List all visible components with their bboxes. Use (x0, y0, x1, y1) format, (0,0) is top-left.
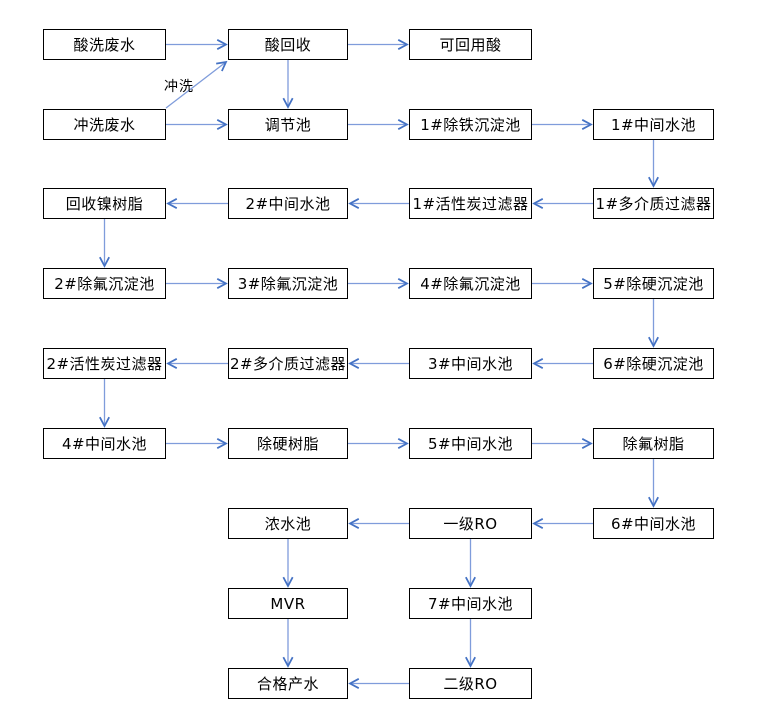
node-label: 1#活性炭过滤器 (412, 195, 529, 213)
node-label: 2#多介质过滤器 (229, 355, 347, 373)
node-label: 调节池 (264, 116, 312, 134)
node-regulating-tank: 调节池 (228, 109, 348, 140)
node-multimedia-filter-1: 1#多介质过滤器 (593, 188, 714, 219)
node-intermediate-tank-6: 6#中间水池 (593, 508, 714, 539)
node-intermediate-tank-5: 5#中间水池 (409, 428, 532, 459)
node-qualified-water: 合格产水 (228, 668, 348, 699)
node-label: 浓水池 (264, 515, 312, 533)
node-activated-carbon-filter-1: 1#活性炭过滤器 (409, 188, 532, 219)
node-concentrate-tank: 浓水池 (228, 508, 348, 539)
node-label: 可回用酸 (439, 36, 502, 54)
arrow-rinse-wastewater-to-acid-recovery-rinse (165, 62, 226, 109)
node-activated-carbon-filter-2: 2#活性炭过滤器 (43, 348, 166, 379)
node-label: 3#除氟沉淀池 (237, 275, 339, 293)
node-hardness-sedimentation-6: 6#除硬沉淀池 (593, 348, 714, 379)
node-intermediate-tank-2: 2#中间水池 (228, 188, 348, 219)
node-acid-recovery: 酸回收 (228, 29, 348, 60)
node-iron-removal-sedimentation-1: 1#除铁沉淀池 (409, 109, 532, 140)
node-fluoride-removal-resin: 除氟树脂 (593, 428, 714, 459)
node-nickel-recovery-resin: 回收镍树脂 (43, 188, 166, 219)
node-ro-stage-2: 二级RO (409, 668, 532, 699)
node-mvr: MVR (228, 588, 348, 619)
node-label: 冲洗废水 (73, 116, 136, 134)
node-multimedia-filter-2: 2#多介质过滤器 (228, 348, 348, 379)
node-label: 除氟树脂 (622, 435, 685, 453)
node-intermediate-tank-4: 4#中间水池 (43, 428, 166, 459)
node-label: 3#中间水池 (427, 355, 514, 373)
node-hardness-sedimentation-5: 5#除硬沉淀池 (593, 268, 714, 299)
node-intermediate-tank-3: 3#中间水池 (409, 348, 532, 379)
node-label: 2#中间水池 (245, 195, 331, 213)
node-fluoride-sedimentation-4: 4#除氟沉淀池 (409, 268, 532, 299)
rinse-edge-label: 冲洗 (164, 79, 194, 95)
node-reusable-acid: 可回用酸 (409, 29, 532, 60)
node-label: 除硬树脂 (256, 435, 319, 453)
node-label: 6#除硬沉淀池 (603, 355, 704, 373)
node-fluoride-sedimentation-3: 3#除氟沉淀池 (228, 268, 348, 299)
node-acid-wash-wastewater: 酸洗废水 (43, 29, 166, 60)
node-intermediate-tank-1: 1#中间水池 (593, 109, 714, 140)
node-hardness-removal-resin: 除硬树脂 (228, 428, 348, 459)
node-ro-stage-1: 一级RO (409, 508, 532, 539)
node-label: 1#除铁沉淀池 (420, 116, 521, 134)
node-label: 4#中间水池 (61, 435, 148, 453)
node-rinse-wastewater: 冲洗废水 (43, 109, 166, 140)
node-label: 6#中间水池 (610, 515, 697, 533)
node-label: MVR (270, 594, 306, 613)
node-label: 4#除氟沉淀池 (420, 275, 521, 293)
node-label: 一级RO (443, 515, 498, 533)
node-label: 2#除氟沉淀池 (54, 275, 155, 293)
node-label: 5#中间水池 (427, 435, 514, 453)
node-label: 合格产水 (256, 675, 319, 693)
node-label: 酸洗废水 (73, 36, 136, 54)
node-label: 1#多介质过滤器 (595, 195, 712, 213)
node-label: 1#中间水池 (610, 116, 697, 134)
node-label: 7#中间水池 (427, 595, 514, 613)
node-intermediate-tank-7: 7#中间水池 (409, 588, 532, 619)
node-label: 2#活性炭过滤器 (46, 355, 163, 373)
node-label: 酸回收 (264, 36, 312, 54)
node-fluoride-sedimentation-2: 2#除氟沉淀池 (43, 268, 166, 299)
node-label: 5#除硬沉淀池 (603, 275, 704, 293)
node-label: 回收镍树脂 (65, 195, 144, 213)
node-label: 二级RO (443, 675, 498, 693)
